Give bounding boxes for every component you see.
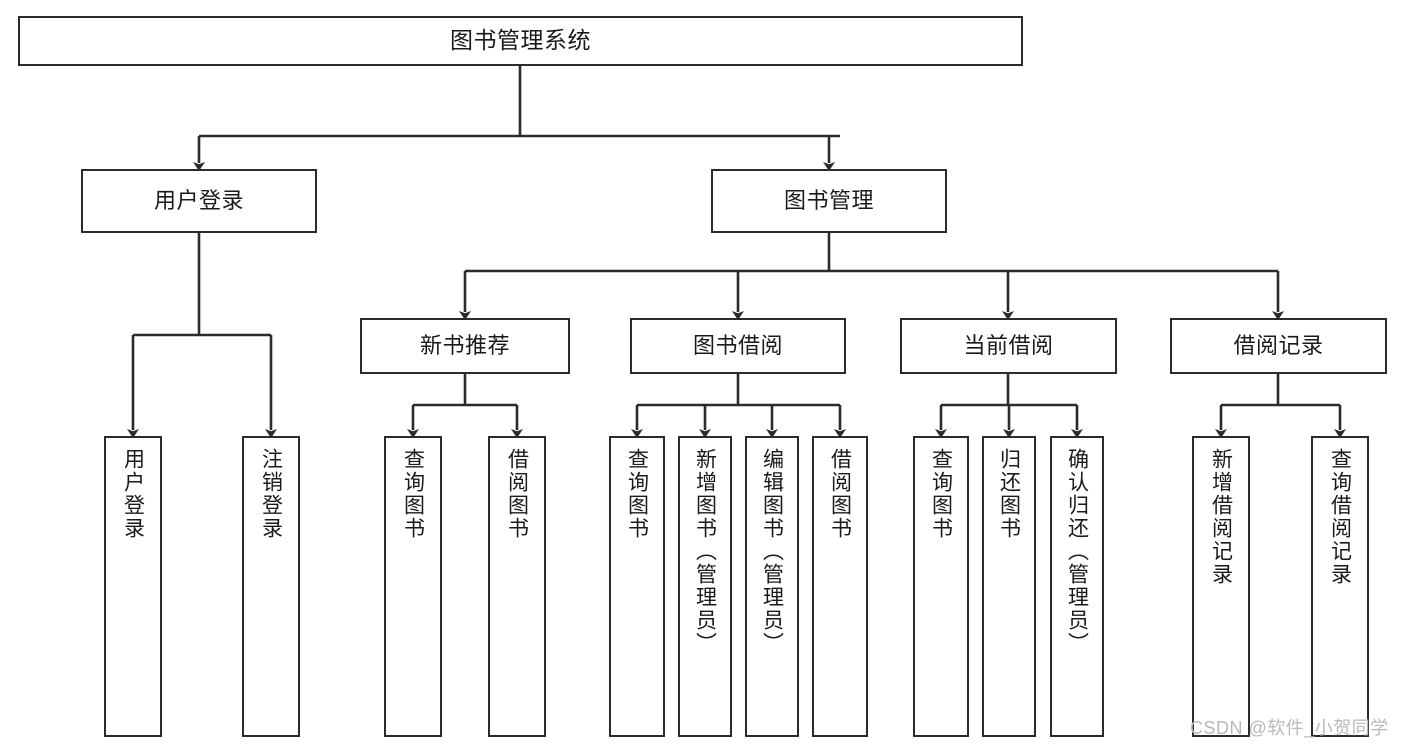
node-leaf-add-book[interactable]: 新增图书（管理员） bbox=[678, 436, 732, 737]
node-borrow-record-label: 借阅记录 bbox=[1233, 333, 1324, 359]
node-leaf-add-record[interactable]: 新增借阅记录 bbox=[1192, 436, 1250, 737]
node-book-borrow[interactable]: 图书借阅 bbox=[630, 318, 846, 374]
node-leaf-query-book-2[interactable]: 查询图书 bbox=[609, 436, 665, 737]
node-new-book-recommend[interactable]: 新书推荐 bbox=[360, 318, 570, 374]
node-book-borrow-label: 图书借阅 bbox=[692, 333, 783, 359]
node-borrow-record[interactable]: 借阅记录 bbox=[1170, 318, 1387, 374]
node-leaf-return-book-label: 归还图书 bbox=[997, 448, 1021, 540]
node-leaf-borrow-book-2-label: 借阅图书 bbox=[828, 448, 852, 540]
node-root-label: 图书管理系统 bbox=[450, 27, 591, 54]
node-leaf-add-record-label: 新增借阅记录 bbox=[1209, 448, 1233, 586]
node-leaf-query-record-label: 查询借阅记录 bbox=[1328, 448, 1352, 586]
node-leaf-add-book-label: 新增图书（管理员） bbox=[693, 448, 717, 655]
node-leaf-user-login-label: 用户登录 bbox=[121, 448, 145, 540]
node-leaf-user-logout-label: 注销登录 bbox=[259, 448, 283, 540]
node-leaf-borrow-book-1-label: 借阅图书 bbox=[505, 448, 529, 540]
node-user-login-label: 用户登录 bbox=[153, 188, 244, 214]
node-leaf-borrow-book-2[interactable]: 借阅图书 bbox=[812, 436, 868, 737]
node-leaf-query-book-3[interactable]: 查询图书 bbox=[913, 436, 969, 737]
node-leaf-user-logout[interactable]: 注销登录 bbox=[242, 436, 300, 737]
node-leaf-return-book[interactable]: 归还图书 bbox=[982, 436, 1036, 737]
node-leaf-confirm-return-label: 确认归还（管理员） bbox=[1065, 448, 1089, 655]
node-user-login[interactable]: 用户登录 bbox=[81, 169, 317, 233]
node-leaf-query-book-2-label: 查询图书 bbox=[625, 448, 649, 540]
node-leaf-query-book-1[interactable]: 查询图书 bbox=[384, 436, 442, 737]
node-current-borrow[interactable]: 当前借阅 bbox=[900, 318, 1117, 374]
node-book-manage[interactable]: 图书管理 bbox=[711, 169, 947, 233]
node-new-book-recommend-label: 新书推荐 bbox=[419, 333, 510, 359]
node-leaf-edit-book-label: 编辑图书（管理员） bbox=[760, 448, 784, 655]
node-book-manage-label: 图书管理 bbox=[783, 188, 874, 214]
node-leaf-borrow-book-1[interactable]: 借阅图书 bbox=[488, 436, 546, 737]
node-leaf-query-book-3-label: 查询图书 bbox=[929, 448, 953, 540]
node-current-borrow-label: 当前借阅 bbox=[963, 333, 1054, 359]
node-leaf-edit-book[interactable]: 编辑图书（管理员） bbox=[745, 436, 799, 737]
node-leaf-query-record[interactable]: 查询借阅记录 bbox=[1311, 436, 1369, 737]
node-leaf-confirm-return[interactable]: 确认归还（管理员） bbox=[1050, 436, 1104, 737]
node-root[interactable]: 图书管理系统 bbox=[18, 16, 1023, 66]
node-leaf-user-login[interactable]: 用户登录 bbox=[104, 436, 162, 737]
node-leaf-query-book-1-label: 查询图书 bbox=[401, 448, 425, 540]
